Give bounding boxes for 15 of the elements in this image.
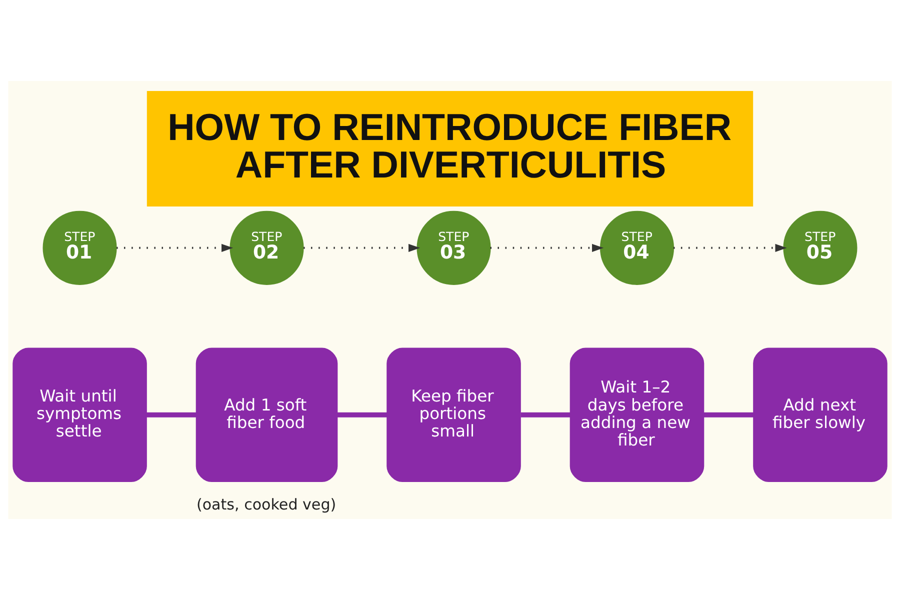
node-circle: STEP 04 bbox=[600, 210, 674, 285]
arrow bbox=[490, 244, 604, 252]
connector bbox=[337, 412, 388, 418]
node-circle: STEP 05 bbox=[783, 210, 858, 285]
node-circle: STEP 02 bbox=[230, 210, 304, 285]
node-circle: STEP 03 bbox=[416, 210, 491, 285]
node-circle: STEP 01 bbox=[42, 210, 117, 285]
arrow bbox=[674, 244, 787, 252]
connector bbox=[704, 412, 754, 418]
node-label: (oats, cooked veg) bbox=[196, 496, 336, 514]
arrow bbox=[304, 244, 420, 252]
connector bbox=[520, 412, 570, 418]
diagram-title: HOW TO REINTRODUCE FIBER AFTER DIVERTICULITIS bbox=[168, 106, 732, 186]
connector bbox=[146, 412, 196, 418]
arrow bbox=[116, 244, 234, 252]
